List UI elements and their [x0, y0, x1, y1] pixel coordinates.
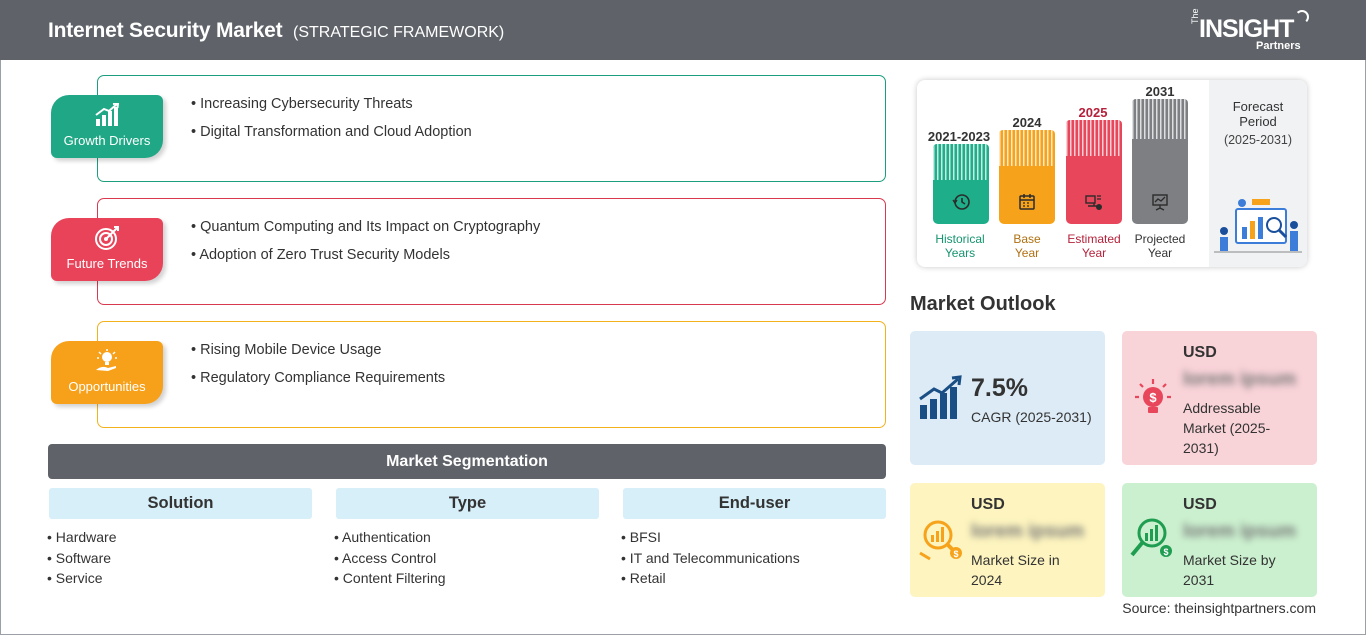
source-credit[interactable]: Source: theinsightpartners.com	[1122, 600, 1316, 616]
list-item: Regulatory Compliance Requirements	[191, 370, 445, 386]
opportunities-list: Rising Mobile Device Usage Regulatory Co…	[191, 342, 445, 398]
bar-label: Base Year	[992, 232, 1062, 260]
history-icon	[952, 194, 970, 210]
market-size-2024-label: Market Size in 2024	[971, 552, 1060, 588]
list-item: BFSI	[621, 527, 886, 548]
list-item: Authentication	[334, 527, 599, 548]
target-icon	[95, 226, 119, 250]
market-size-2031-label: Market Size by 2031	[1183, 552, 1276, 588]
segment-end-user: End-user BFSI IT and Telecommunications …	[623, 488, 886, 589]
bar-label-line2: Year	[1014, 246, 1040, 260]
market-outlook-title: Market Outlook	[910, 293, 1056, 315]
segment-heading: Solution	[49, 488, 312, 519]
forecast-line2: Period	[1239, 114, 1277, 129]
currency-label: USD	[971, 496, 1005, 513]
list-item: Digital Transformation and Cloud Adoptio…	[191, 124, 472, 140]
future-trends-list: Quantum Computing and Its Impact on Cryp…	[191, 219, 540, 275]
cagr-card: 7.5% CAGR (2025-2031)	[910, 331, 1105, 465]
growth-drivers-badge: Growth Drivers	[51, 95, 163, 158]
logo-partners: Partners	[1256, 40, 1301, 52]
list-item: Content Filtering	[334, 568, 599, 589]
list-item: Access Control	[334, 548, 599, 569]
future-trends-badge: Future Trends	[51, 218, 163, 281]
future-trends-box: Quantum Computing and Its Impact on Cryp…	[97, 198, 886, 305]
segment-heading: End-user	[623, 488, 886, 519]
segment-heading: Type	[336, 488, 599, 519]
header-bar: Internet Security Market (STRATEGIC FRAM…	[0, 0, 1366, 60]
growth-drivers-box: Increasing Cybersecurity Threats Digital…	[97, 75, 886, 182]
magnifier-growth-icon: $	[1130, 518, 1172, 557]
badge-label: Growth Drivers	[63, 133, 151, 148]
bar-label: Projected Year	[1125, 232, 1195, 260]
bar-label-line2: Year	[1147, 246, 1173, 260]
forecast-line1: Forecast	[1232, 99, 1284, 114]
bar-label-line2: Years	[944, 246, 976, 260]
blurred-value: lorem ipsum	[1183, 521, 1296, 542]
svg-text:$: $	[953, 549, 958, 559]
currency-label: USD	[1183, 496, 1217, 513]
presentation-icon	[1152, 194, 1168, 211]
badge-label: Future Trends	[66, 256, 148, 271]
bar-base	[999, 130, 1055, 224]
opportunities-box: Rising Mobile Device Usage Regulatory Co…	[97, 321, 886, 428]
bar-year: 2031	[1145, 84, 1175, 99]
analytics-people-icon	[1214, 199, 1302, 253]
list-item: Quantum Computing and Its Impact on Cryp…	[191, 219, 540, 235]
bar-label-line1: Projected	[1134, 232, 1186, 246]
blurred-value: lorem ipsum	[971, 521, 1084, 542]
growth-chart-icon	[95, 103, 120, 126]
blurred-value: lorem ipsum	[1183, 369, 1296, 390]
bar-label-line1: Estimated	[1067, 232, 1121, 246]
svg-text:$: $	[1163, 547, 1168, 557]
logo-insight: INSIGHT	[1199, 15, 1294, 43]
list-item: Service	[47, 568, 312, 589]
logo-arc-icon	[1295, 10, 1309, 24]
opportunities-badge: Opportunities	[51, 341, 163, 404]
bar-year: 2024	[1012, 115, 1042, 130]
list-item: Rising Mobile Device Usage	[191, 342, 445, 358]
growth-drivers-list: Increasing Cybersecurity Threats Digital…	[191, 96, 472, 152]
list-item: Retail	[621, 568, 886, 589]
page-subtitle: (STRATEGIC FRAMEWORK)	[293, 24, 505, 41]
segment-solution: Solution Hardware Software Service	[49, 488, 312, 589]
cagr-value: 7.5%	[971, 374, 1028, 402]
bar-label-line1: Base	[1013, 232, 1041, 246]
list-item: Increasing Cybersecurity Threats	[191, 96, 472, 112]
market-size-2024-card: $ USD lorem ipsum Market Size in 2024	[910, 483, 1105, 597]
list-item: Software	[47, 548, 312, 569]
bar-label-line2: Year	[1081, 246, 1107, 260]
market-size-2031-card: $ USD lorem ipsum Market Size by 2031	[1122, 483, 1317, 597]
badge-label: Opportunities	[68, 379, 146, 394]
estimate-icon	[1085, 195, 1102, 210]
page-title: Internet Security Market	[48, 19, 283, 42]
list-item: IT and Telecommunications	[621, 548, 886, 569]
addressable-market-label: Addressable Market (2025-2031)	[1183, 400, 1271, 456]
magnifier-chart-icon: $	[919, 520, 962, 561]
market-segmentation-header: Market Segmentation	[48, 444, 886, 479]
timeline-card: Forecast Period (2025-2031) 2021-2023	[917, 80, 1307, 267]
currency-label: USD	[1183, 344, 1217, 361]
forecast-period-panel: Forecast Period (2025-2031)	[1209, 80, 1307, 267]
growth-bars-icon	[919, 375, 962, 419]
calendar-icon	[1019, 194, 1035, 210]
list-item: Adoption of Zero Trust Security Models	[191, 247, 540, 263]
svg-text:$: $	[1149, 390, 1157, 405]
lightbulb-hand-icon	[96, 349, 117, 371]
bar-estimated	[1066, 120, 1122, 224]
bar-year: 2021-2023	[927, 129, 991, 144]
lightbulb-dollar-icon: $	[1135, 379, 1171, 413]
forecast-period-label: Forecast Period	[1209, 99, 1307, 129]
bar-year: 2025	[1078, 105, 1108, 120]
segment-type: Type Authentication Access Control Conte…	[336, 488, 599, 589]
list-item: Hardware	[47, 527, 312, 548]
cagr-label: CAGR (2025-2031)	[971, 409, 1092, 425]
bar-label: Estimated Year	[1059, 232, 1129, 260]
bar-label: Historical Years	[925, 232, 995, 260]
bar-historical	[933, 144, 989, 224]
insight-partners-logo[interactable]: The INSIGHT Partners	[1190, 8, 1320, 54]
bar-projected	[1132, 99, 1188, 224]
bar-label-line1: Historical	[935, 232, 985, 246]
addressable-market-card: $ USD lorem ipsum Addressable Market (20…	[1122, 331, 1317, 465]
forecast-range: (2025-2031)	[1223, 133, 1293, 147]
